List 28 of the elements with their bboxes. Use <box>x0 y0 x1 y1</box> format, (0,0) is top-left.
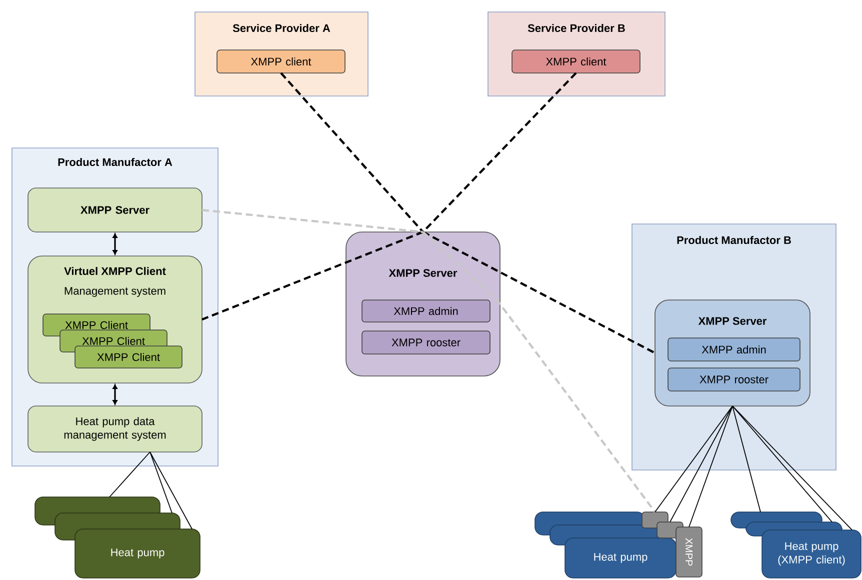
roster-box: XMPP rooster <box>362 330 490 354</box>
dashed-connector <box>422 231 656 354</box>
client-box: XMPP Client <box>74 346 182 368</box>
connector-line <box>670 406 733 522</box>
connector-line <box>109 452 150 498</box>
admin-box: XMPP admin <box>668 338 800 362</box>
heat-pump-box: Heat pump (XMPP client) <box>762 530 862 578</box>
connector-line <box>150 452 172 514</box>
server-box: XMPP Server <box>28 188 202 232</box>
dashed-connector <box>202 230 424 321</box>
module-box: XMPP <box>676 526 702 578</box>
dashed-connector <box>202 208 424 234</box>
admin-box: XMPP admin <box>362 300 490 322</box>
client-box: XMPP client <box>512 50 640 74</box>
connector-line <box>732 406 761 512</box>
roster-box: XMPP rooster <box>668 368 800 392</box>
double-arrow <box>112 233 118 255</box>
connector-line <box>688 406 733 528</box>
connector-line <box>732 406 852 530</box>
double-arrow <box>112 384 118 405</box>
dashed-connector <box>280 72 424 233</box>
dashed-connector <box>422 231 656 513</box>
heat-pump-box: Heat pump <box>564 538 676 578</box>
system-box: Heat pump data management system <box>28 406 202 452</box>
connector-line <box>150 452 192 530</box>
connector-line <box>654 406 733 512</box>
client-box: XMPP client <box>216 50 346 74</box>
heat-pump-box: Heat pump <box>74 528 200 578</box>
